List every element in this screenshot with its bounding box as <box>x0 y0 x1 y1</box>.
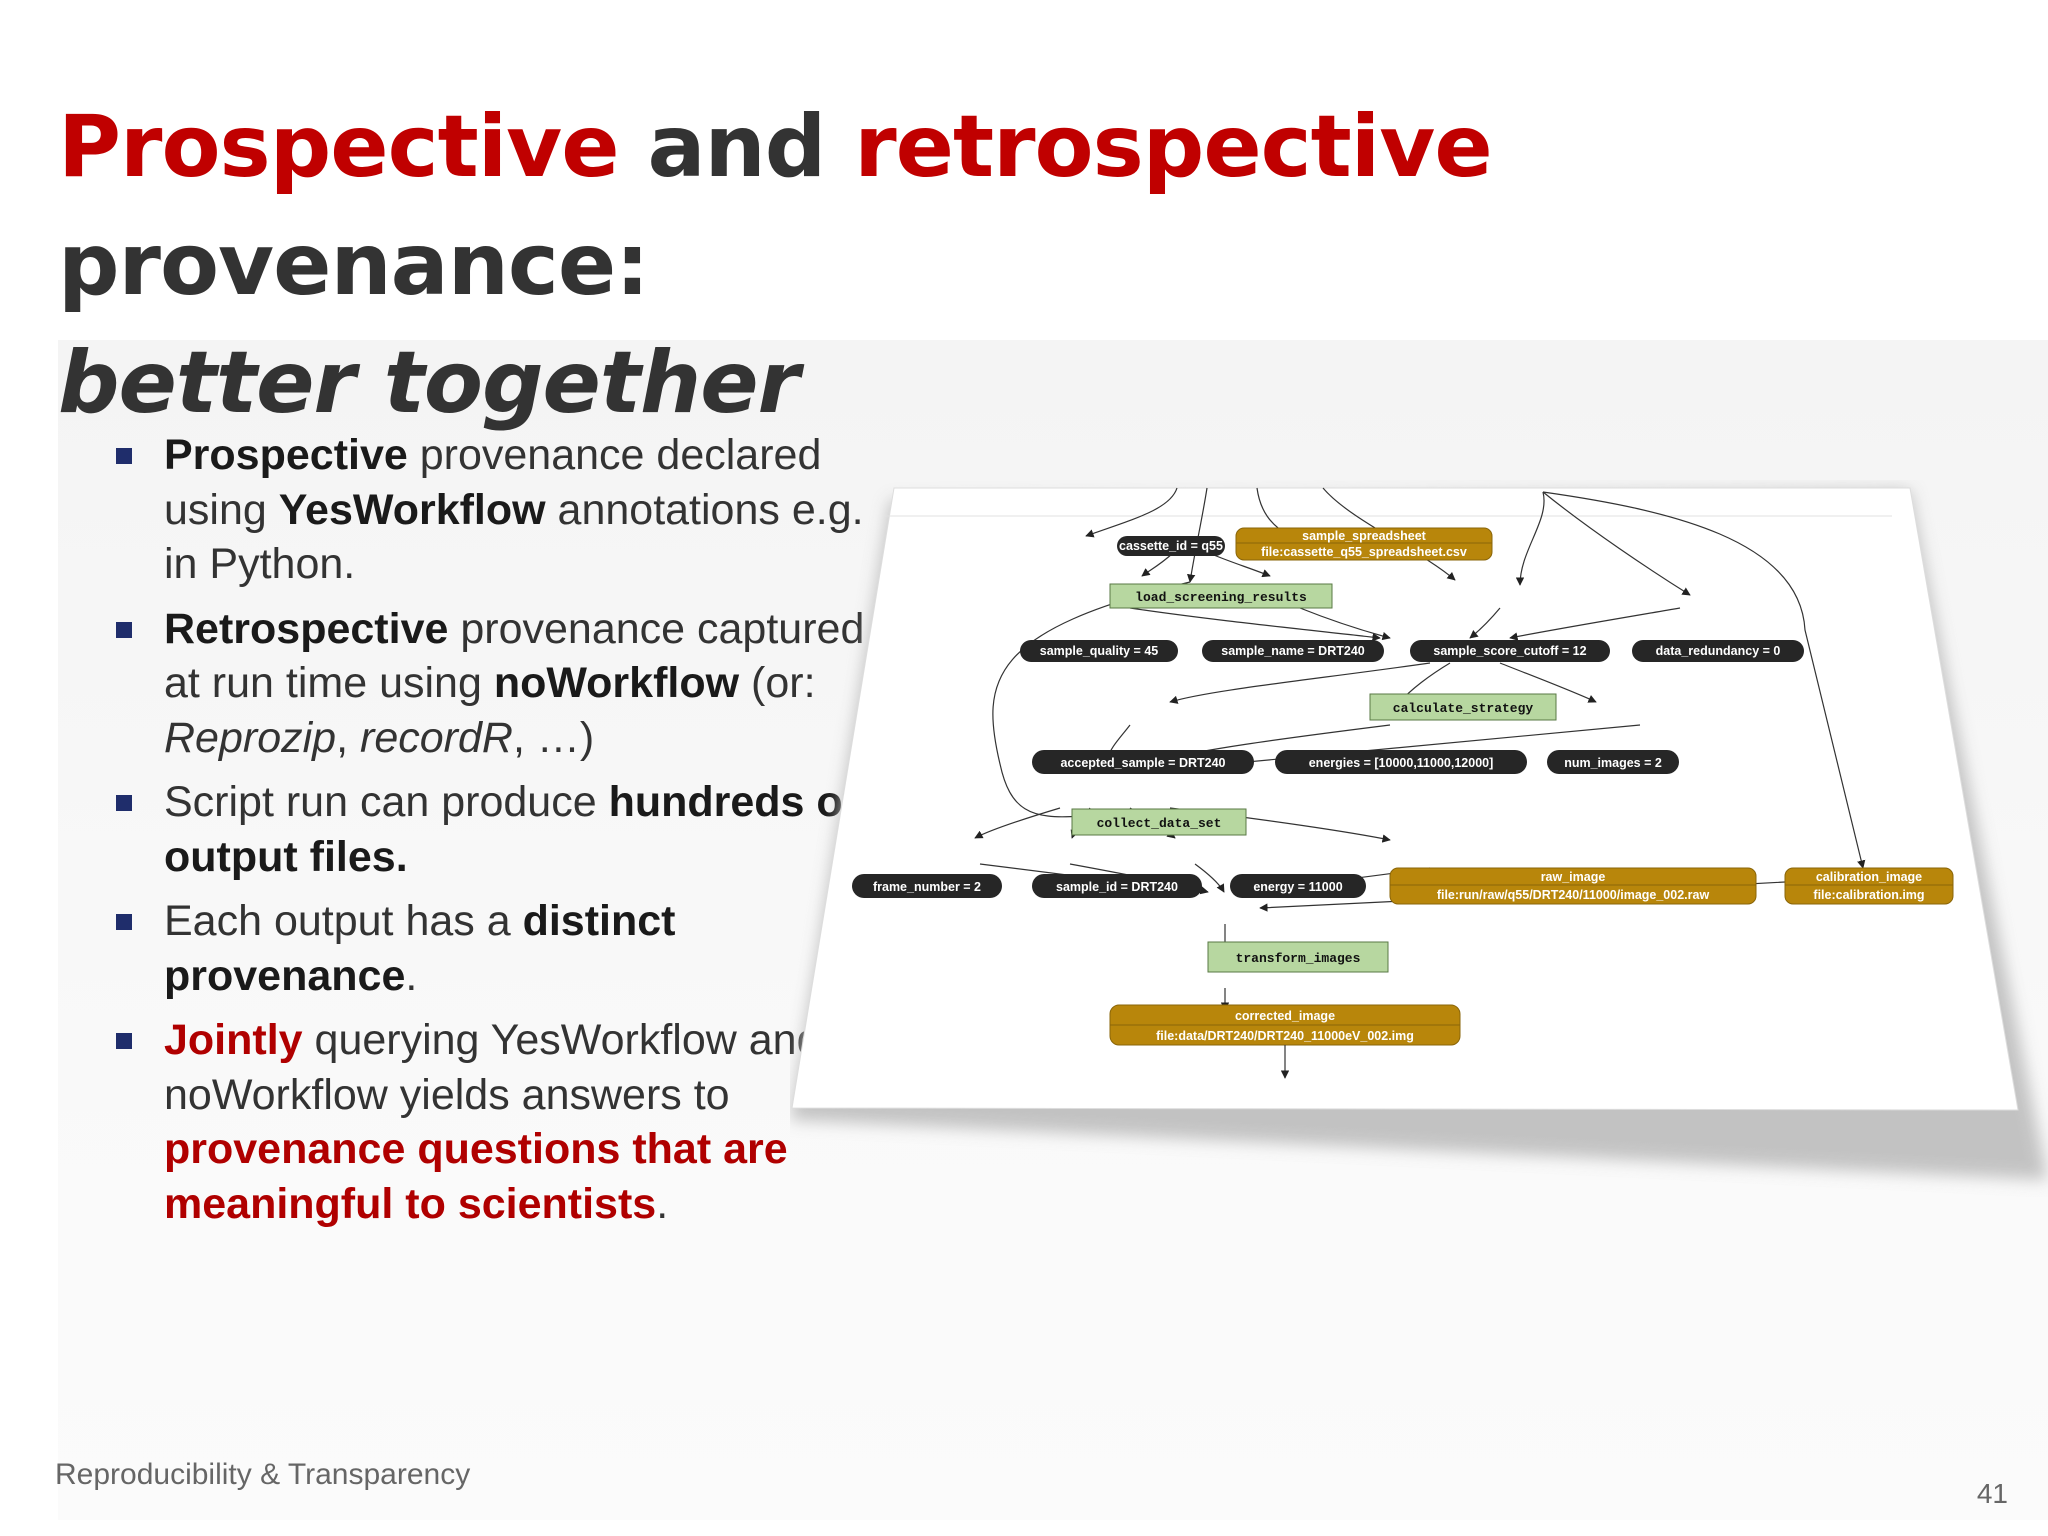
bullet-item: Prospective provenance declared using Ye… <box>112 428 872 592</box>
bullet-text: , <box>336 713 360 762</box>
node-label: corrected_image <box>1235 1009 1335 1023</box>
node-num-images: num_images = 2 <box>1547 750 1679 774</box>
bullet-square-icon <box>116 914 132 930</box>
bullet-text: provenance captured at run time using <box>164 604 865 708</box>
bullet-text: provenance declared using <box>164 431 822 534</box>
node-label: load_screening_results <box>1135 590 1307 605</box>
bullet-red-text: provenance questions that are meaningful… <box>164 1125 788 1228</box>
bullet-list: Prospective provenance declared using Ye… <box>112 428 872 1241</box>
bullet-text: Each output has a <box>164 897 523 945</box>
workflow-diagram: cassette_id = q55 sample_spreadsheet fil… <box>790 487 2048 1180</box>
bullet-bold-text: distinct provenance <box>164 897 676 1000</box>
bullet-bold-text: Prospective <box>164 431 408 479</box>
bullet-bold-text: hundreds of output files. <box>164 778 858 881</box>
node-frame-number: frame_number = 2 <box>852 874 1002 898</box>
node-raw-image: raw_image file:run/raw/q55/DRT240/11000/… <box>1389 867 1757 905</box>
bullet-text: (or: <box>739 659 816 707</box>
node-accepted-sample: accepted_sample = DRT240 <box>1032 750 1254 774</box>
bullet-square-icon <box>116 1033 132 1049</box>
node-sample-quality: sample_quality = 45 <box>1020 640 1178 662</box>
node-sample-score-cutoff: sample_score_cutoff = 12 <box>1410 640 1610 662</box>
bullet-square-icon <box>116 621 132 638</box>
node-label: num_images = 2 <box>1564 756 1662 770</box>
node-label: sample_quality = 45 <box>1040 644 1159 658</box>
node-label: file:run/raw/q55/DRT240/11000/image_002.… <box>1437 888 1710 902</box>
bullet-text: . <box>405 951 418 1000</box>
bullet-text: annotations e.g. in Python. <box>164 485 864 589</box>
title-provenance: provenance: <box>58 215 650 315</box>
node-label: frame_number = 2 <box>873 880 981 894</box>
node-label: raw_image <box>1541 870 1606 884</box>
node-calibration-image: calibration_image file:calibration.img <box>1784 867 1954 905</box>
bullet-text: , …) <box>512 713 595 762</box>
bullet-item: Script run can produce hundreds of outpu… <box>112 775 872 884</box>
bullet-item: Jointly querying YesWorkflow and noWorkf… <box>112 1013 872 1231</box>
node-label: cassette_id = q55 <box>1119 539 1223 553</box>
node-transform-images: transform_images <box>1207 941 1389 973</box>
bullet-bold-text: Retrospective <box>164 604 449 653</box>
node-label: file:data/DRT240/DRT240_11000eV_002.img <box>1156 1029 1414 1043</box>
node-sample-name: sample_name = DRT240 <box>1202 640 1384 662</box>
title-subtitle: better together <box>58 333 800 433</box>
node-label: sample_id = DRT240 <box>1056 880 1178 894</box>
node-label: file:cassette_q55_spreadsheet.csv <box>1261 545 1467 559</box>
bullet-text: querying YesWorkflow and noWorkflow yiel… <box>164 1016 821 1119</box>
bullet-bold-text: noWorkflow <box>493 659 740 707</box>
node-sample-id: sample_id = DRT240 <box>1032 874 1202 898</box>
node-label: sample_spreadsheet <box>1302 529 1427 543</box>
node-label: accepted_sample = DRT240 <box>1060 756 1225 770</box>
node-label: transform_images <box>1236 951 1361 966</box>
node-collect-data-set: collect_data_set <box>1071 808 1247 836</box>
node-label: data_redundancy = 0 <box>1656 644 1781 658</box>
title-prospective: Prospective <box>58 97 620 197</box>
node-energies: energies = [10000,11000,12000] <box>1275 750 1527 774</box>
title-retrospective: retrospective <box>854 97 1492 197</box>
page-number: 41 <box>1976 1478 2008 1509</box>
bullet-text: Script run can produce <box>164 778 609 826</box>
bullet-square-icon <box>116 448 132 464</box>
node-cassette-id: cassette_id = q55 <box>1117 536 1225 556</box>
bullet-italic-text: Reprozip <box>164 713 337 762</box>
node-label: energy = 11000 <box>1253 880 1342 894</box>
node-corrected-image: corrected_image file:data/DRT240/DRT240_… <box>1109 1004 1461 1046</box>
footer-text: Reproducibility & Transparency <box>55 1458 471 1491</box>
node-label: energies = [10000,11000,12000] <box>1309 756 1494 770</box>
bullet-square-icon <box>116 795 132 811</box>
bullet-red-text: Jointly <box>164 1016 303 1064</box>
node-label: sample_score_cutoff = 12 <box>1433 644 1586 658</box>
node-calculate-strategy: calculate_strategy <box>1369 693 1557 721</box>
node-sample-spreadsheet: sample_spreadsheet file:cassette_q55_spr… <box>1235 527 1493 561</box>
node-label: file:calibration.img <box>1813 888 1924 902</box>
node-label: sample_name = DRT240 <box>1221 644 1365 658</box>
node-energy: energy = 11000 <box>1230 874 1366 898</box>
slide-title: Prospective and retrospective provenance… <box>58 88 2018 442</box>
bullet-text: . <box>656 1179 669 1228</box>
bullet-bold-text: YesWorkflow <box>278 485 546 534</box>
title-and: and <box>618 97 855 197</box>
bullet-italic-text: recordR <box>360 713 513 762</box>
bullet-item: Retrospective provenance captured at run… <box>112 602 872 766</box>
bullet-item: Each output has a distinct provenance. <box>112 894 872 1003</box>
node-label: calculate_strategy <box>1393 701 1534 716</box>
node-label: calibration_image <box>1816 870 1922 884</box>
node-label: collect_data_set <box>1097 816 1222 831</box>
node-data-redundancy: data_redundancy = 0 <box>1632 640 1804 662</box>
node-load-screening-results: load_screening_results <box>1109 583 1333 609</box>
